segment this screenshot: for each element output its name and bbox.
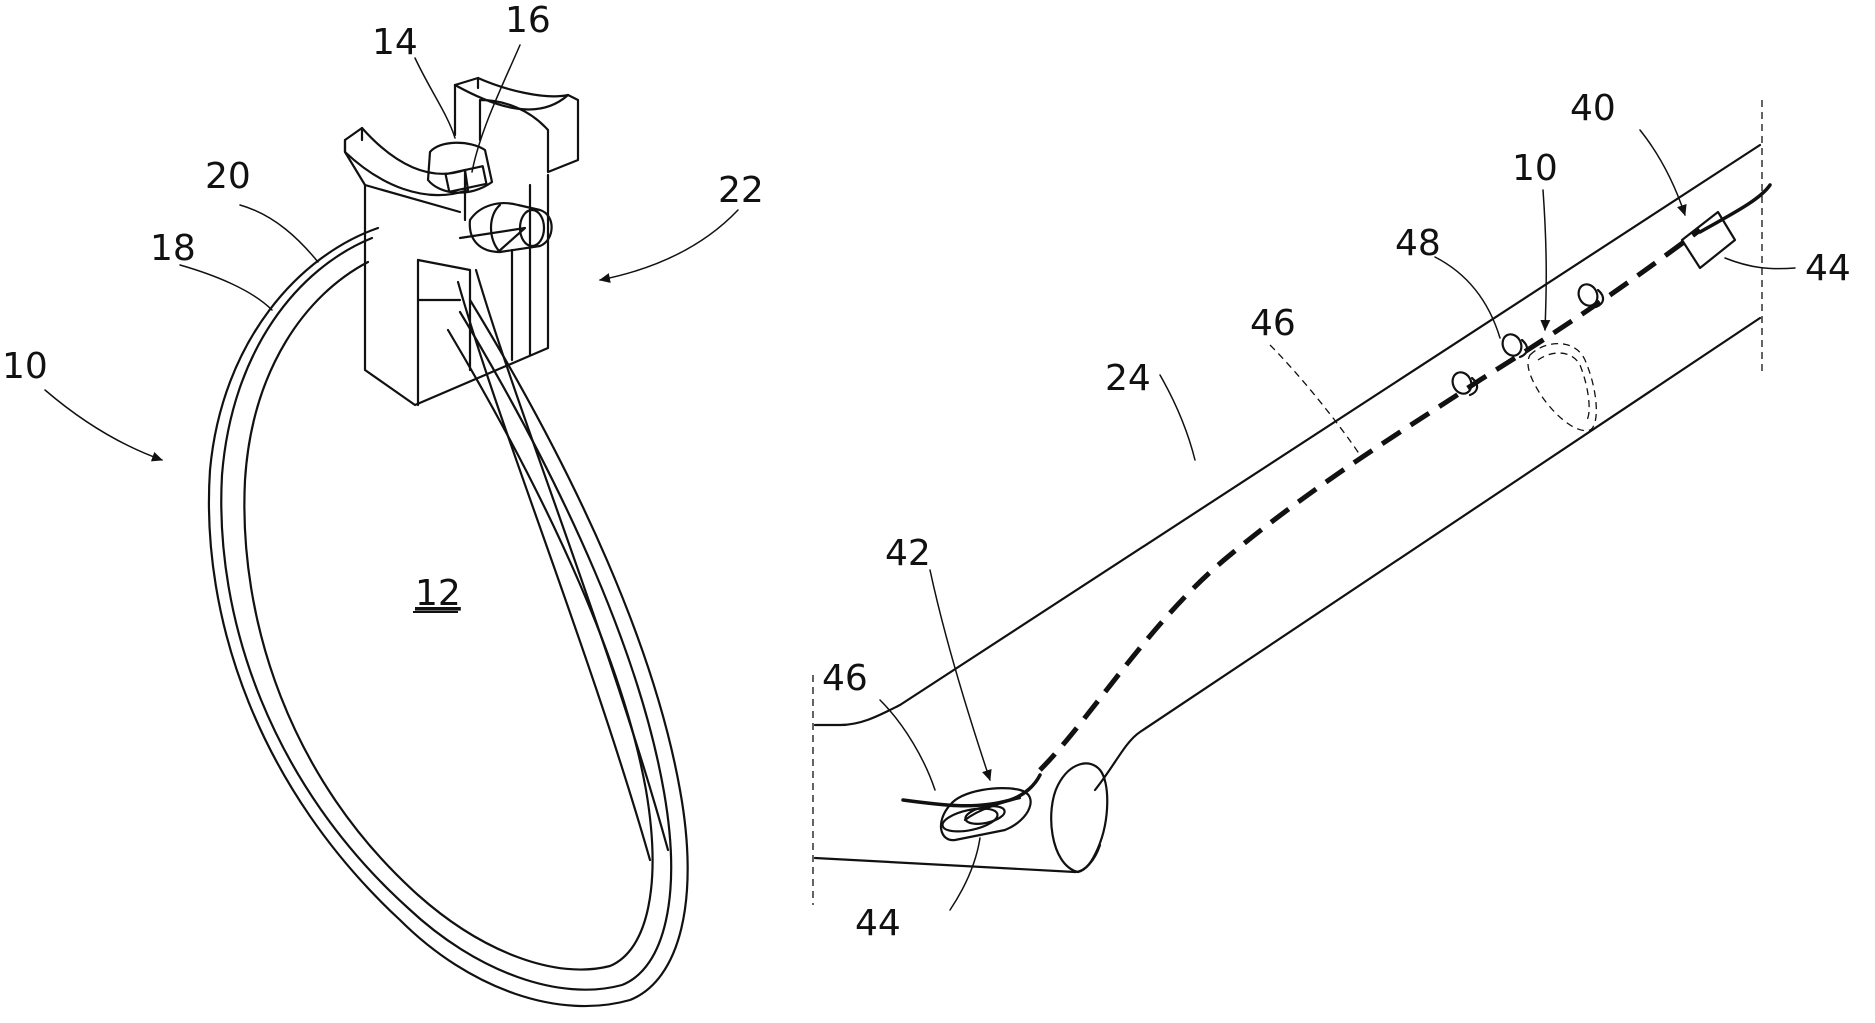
leader-46-left <box>880 700 935 790</box>
tube-bottom-edge <box>1095 318 1760 790</box>
label-44-right: 44 <box>1805 248 1851 289</box>
loop-band-outer <box>209 228 688 1006</box>
arrow-40 <box>1640 130 1685 215</box>
guide-wire-dashed <box>1040 230 1700 770</box>
tube-top-edge <box>815 145 1760 725</box>
loop-band-inner <box>244 262 652 970</box>
axle-roll <box>470 203 552 252</box>
label-46-top: 46 <box>1250 303 1296 344</box>
label-22: 22 <box>718 170 764 211</box>
label-12: 12 <box>415 573 461 614</box>
label-14: 14 <box>372 22 418 63</box>
label-46-left: 46 <box>822 658 868 699</box>
leader-24 <box>1160 375 1195 460</box>
label-10-right: 10 <box>1512 148 1558 189</box>
wire-right-end <box>1700 185 1770 232</box>
right-leaders <box>880 130 1795 910</box>
leader-20 <box>240 205 318 262</box>
housing-front-cradle <box>345 128 468 195</box>
hidden-closure-device <box>1528 344 1596 431</box>
arrow-22 <box>600 210 738 280</box>
label-16: 16 <box>505 0 551 41</box>
label-48: 48 <box>1395 223 1441 264</box>
leader-44-right <box>1725 258 1795 269</box>
left-leaders <box>45 45 738 460</box>
arrow-10-right <box>1543 190 1546 330</box>
label-18: 18 <box>150 228 196 269</box>
leader-48 <box>1435 257 1500 338</box>
leader-14 <box>415 58 455 138</box>
label-44-bottom: 44 <box>855 903 901 944</box>
housing-rear-cradle <box>455 78 578 172</box>
branch-opening <box>1051 763 1107 872</box>
tube-base-bottom <box>815 858 1075 872</box>
leader-44-bottom <box>950 838 980 910</box>
housing-body <box>365 175 548 405</box>
arrow-10-left <box>45 390 162 460</box>
arrow-42 <box>930 570 990 780</box>
leader-18 <box>180 265 272 310</box>
leader-46-top <box>1270 345 1360 455</box>
tube-assembly <box>813 100 1770 905</box>
label-24: 24 <box>1105 358 1151 399</box>
closure-device <box>209 78 688 1006</box>
label-20: 20 <box>205 156 251 197</box>
label-10-left: 10 <box>2 346 48 387</box>
label-40: 40 <box>1570 88 1616 129</box>
label-42: 42 <box>885 533 931 574</box>
